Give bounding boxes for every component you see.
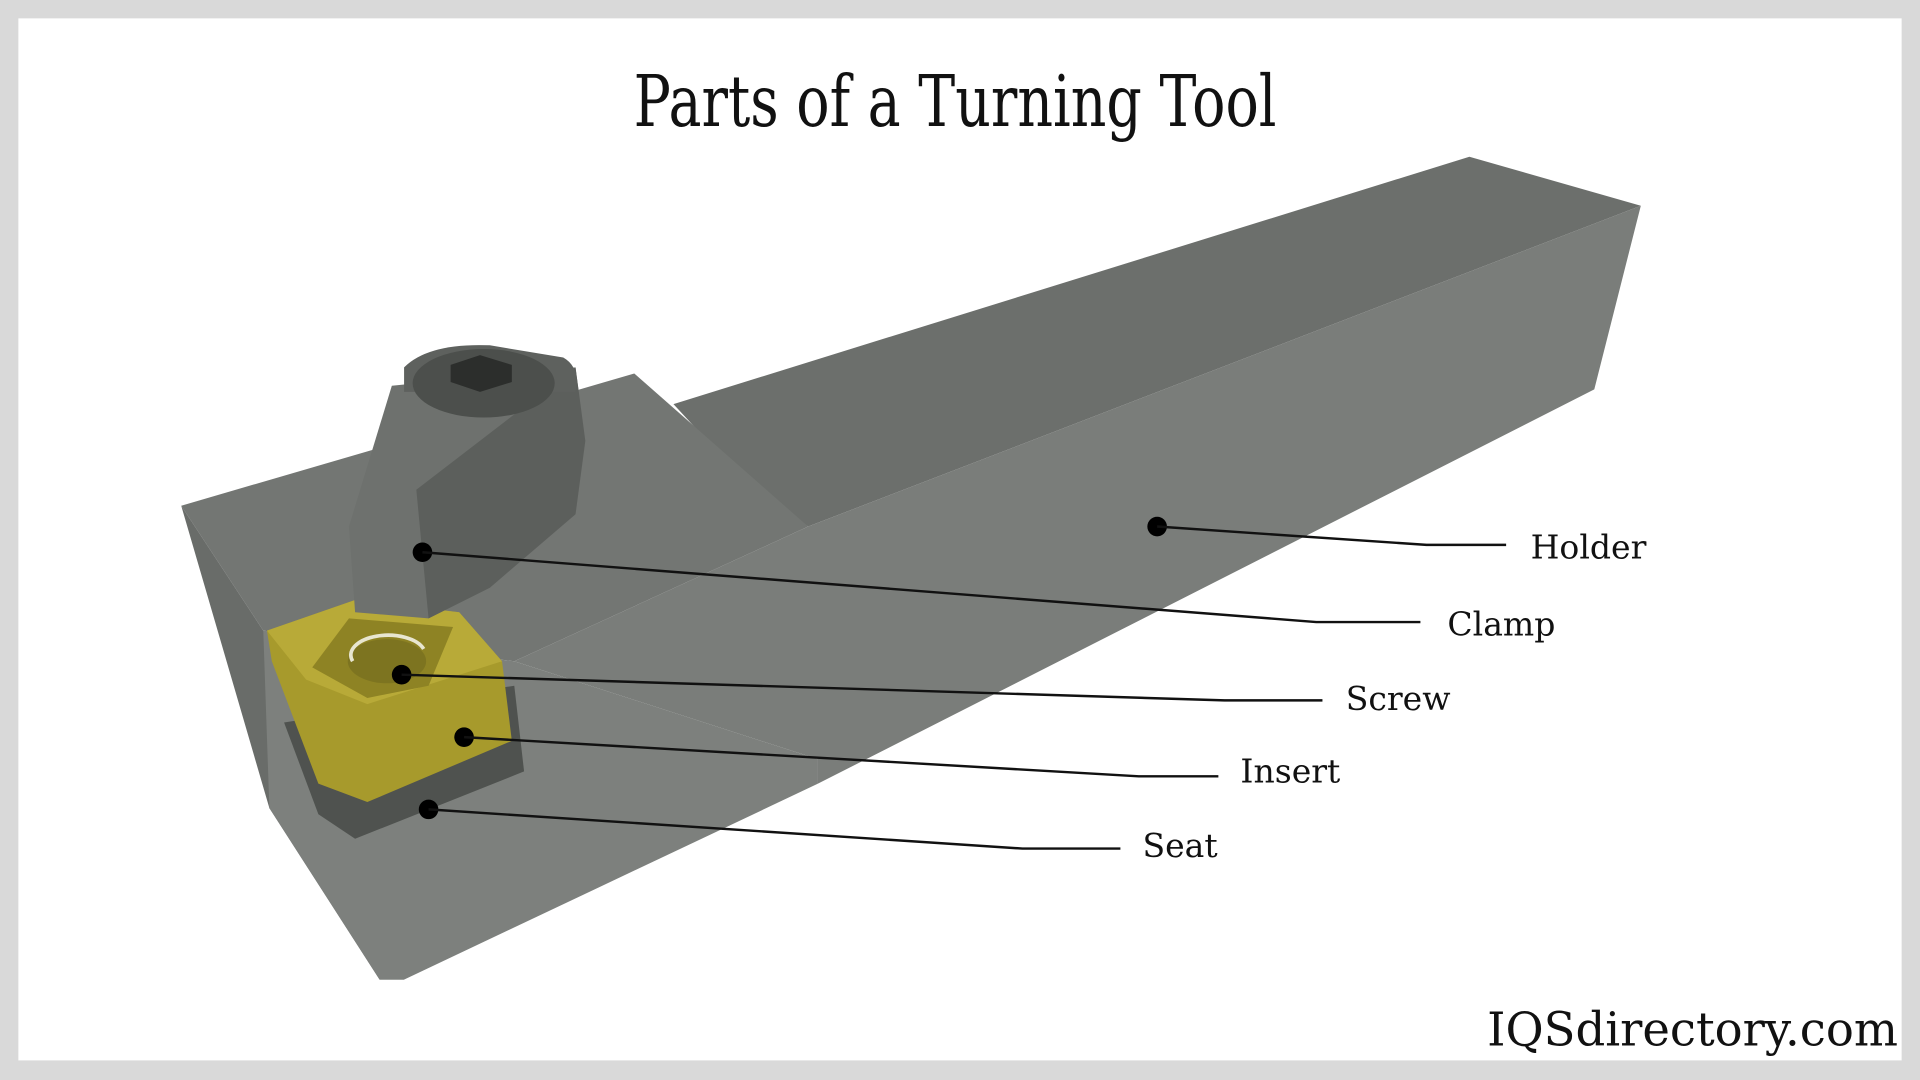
label-seat: Seat — [1142, 826, 1218, 865]
holder-illustration — [181, 156, 1641, 980]
page-title: Parts of a Turning Tool — [634, 61, 1277, 144]
label-screw: Screw — [1346, 679, 1451, 718]
hex-socket-icon — [450, 355, 512, 392]
shank-front-face — [514, 205, 1641, 784]
screw-highlight — [349, 633, 426, 663]
screw-dot — [391, 664, 412, 685]
clamp-dot — [412, 542, 433, 563]
watermark: IQSdirectory.com — [1487, 1003, 1898, 1057]
insert-leader — [464, 735, 1219, 778]
label-clamp: Clamp — [1447, 605, 1555, 644]
screw-leader — [401, 673, 1323, 702]
seat-leader — [428, 808, 1121, 850]
leaders — [391, 516, 1507, 850]
label-insert: Insert — [1240, 751, 1341, 790]
clamp-leader — [422, 551, 1421, 624]
screw-shape — [347, 639, 427, 684]
label-holder: Holder — [1531, 527, 1647, 566]
holder-leader — [1157, 525, 1507, 547]
shank-top-face — [673, 156, 1641, 527]
